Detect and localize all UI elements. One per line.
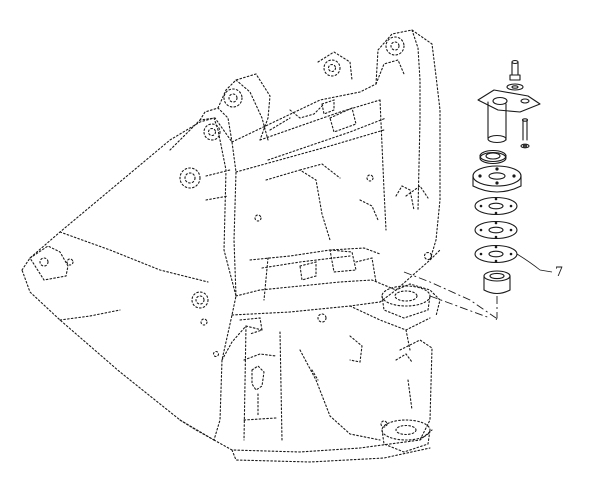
flanged-spacer-part	[472, 165, 522, 193]
washer-part	[506, 83, 524, 91]
shim-part	[474, 196, 518, 216]
retainer-plate-part	[477, 89, 541, 113]
callout-7: 7	[516, 253, 563, 280]
upper-pivot-boss	[381, 285, 431, 319]
upper-crossmember	[231, 83, 387, 241]
small-capscrew-part	[520, 118, 530, 149]
bushing-part	[483, 270, 511, 295]
seal-ring-part	[479, 149, 507, 165]
lower-box	[213, 283, 441, 463]
shim-part	[474, 244, 518, 264]
lower-pivot-boss	[380, 419, 431, 453]
callout-number: 7	[555, 265, 563, 280]
right-tower	[317, 29, 441, 261]
shim-part	[474, 220, 518, 240]
capscrew-part	[509, 59, 521, 81]
assembly-centerline	[429, 295, 498, 321]
assembly-centerline-drop	[403, 271, 497, 319]
loader-front-frame	[21, 29, 441, 463]
pin-assembly-exploded	[403, 59, 541, 321]
lower-cradle	[231, 247, 441, 335]
left-tower	[169, 73, 271, 297]
leader-line	[516, 253, 553, 273]
left-side-plate	[21, 117, 237, 441]
pivot-pin-part	[487, 101, 507, 144]
